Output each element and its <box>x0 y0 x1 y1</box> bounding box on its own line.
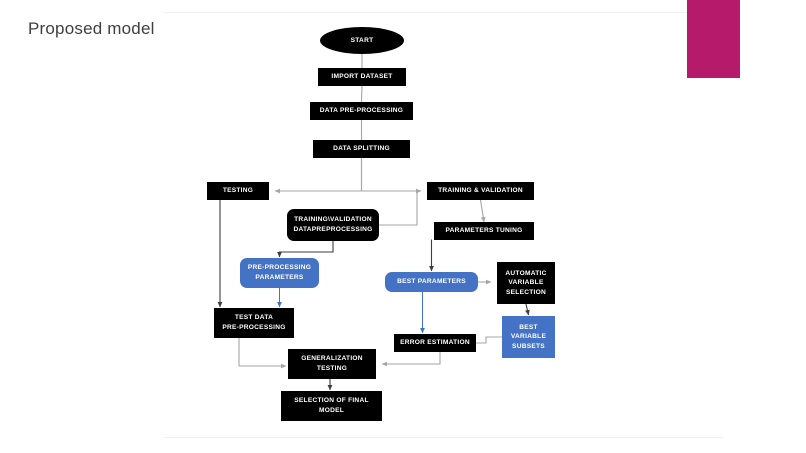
node-label-splitting: DATA SPLITTING <box>333 145 390 153</box>
node-bestvarsub: BEST VARIABLE SUBSETS <box>502 316 555 358</box>
node-finalmodel: SELECTION OF FINAL MODEL <box>281 391 382 421</box>
connector-splitting-to-trainval <box>360 158 422 194</box>
node-autovarsel: AUTOMATIC VARIABLE SELECTION <box>497 262 555 304</box>
connector-errorest-to-genertest <box>381 352 441 367</box>
accent-color-block <box>687 0 740 78</box>
node-testing: TESTING <box>207 182 269 200</box>
connector-splitting-to-testing <box>274 158 363 194</box>
node-label-bestvarsub: BEST VARIABLE SUBSETS <box>510 323 547 350</box>
node-label-preprocparams: PRE-PROCESSING PARAMETERS <box>247 264 312 281</box>
node-label-testing: TESTING <box>222 187 254 195</box>
node-genertest: GENERALIZATION TESTING <box>288 349 376 379</box>
node-label-errorest: ERROR ESTIMATION <box>400 339 470 347</box>
node-label-autovarsel: AUTOMATIC VARIABLE SELECTION <box>505 269 547 296</box>
node-label-finalmodel: SELECTION OF FINAL MODEL <box>294 397 369 414</box>
top-divider-rule <box>163 12 723 13</box>
bottom-divider-rule <box>163 437 723 438</box>
connector-autovarsel-to-bestvarsub <box>525 303 530 316</box>
node-label-genertest: GENERALIZATION TESTING <box>301 355 363 372</box>
node-label-tvdataprep: TRAINING\VALIDATION DATAPREPROCESSING <box>293 216 373 233</box>
connector-tvdataprep-to-trainval <box>379 190 421 226</box>
node-label-paramtuning: PARAMETERS TUNING <box>445 227 523 235</box>
page-title: Proposed model <box>28 19 155 38</box>
node-label-trainval: TRAINING & VALIDATION <box>438 187 523 195</box>
node-trainval: TRAINING & VALIDATION <box>427 182 534 200</box>
node-testdataprep: TEST DATA PRE-PROCESSING <box>214 308 294 338</box>
node-errorest: ERROR ESTIMATION <box>394 334 476 352</box>
node-label-testdataprep: TEST DATA PRE-PROCESSING <box>222 314 286 331</box>
node-label-bestparams: BEST PARAMETERS <box>397 278 466 286</box>
node-tvdataprep: TRAINING\VALIDATION DATAPREPROCESSING <box>287 209 379 241</box>
node-import: IMPORT DATASET <box>318 68 406 86</box>
node-preproc: DATA PRE-PROCESSING <box>310 102 413 120</box>
connector-paramtuning-to-bestparams <box>429 239 434 272</box>
node-paramtuning: PARAMETERS TUNING <box>434 222 534 240</box>
node-label-import: IMPORT DATASET <box>331 73 393 81</box>
node-bestparams: BEST PARAMETERS <box>385 272 478 292</box>
connector-import-to-preproc <box>360 85 363 103</box>
node-start: START <box>320 27 404 54</box>
node-preprocparams: PRE-PROCESSING PARAMETERS <box>240 258 319 288</box>
connector-bestvarsub-to-errorest <box>476 336 502 344</box>
node-label-preproc: DATA PRE-PROCESSING <box>319 107 404 115</box>
connector-tvdataprep-to-preprocparams <box>277 241 334 258</box>
node-splitting: DATA SPLITTING <box>313 140 410 158</box>
node-label-start: START <box>350 36 374 44</box>
connector-testdataprep-to-genertest <box>238 338 287 369</box>
connector-trainval-to-paramtuning <box>479 199 486 223</box>
